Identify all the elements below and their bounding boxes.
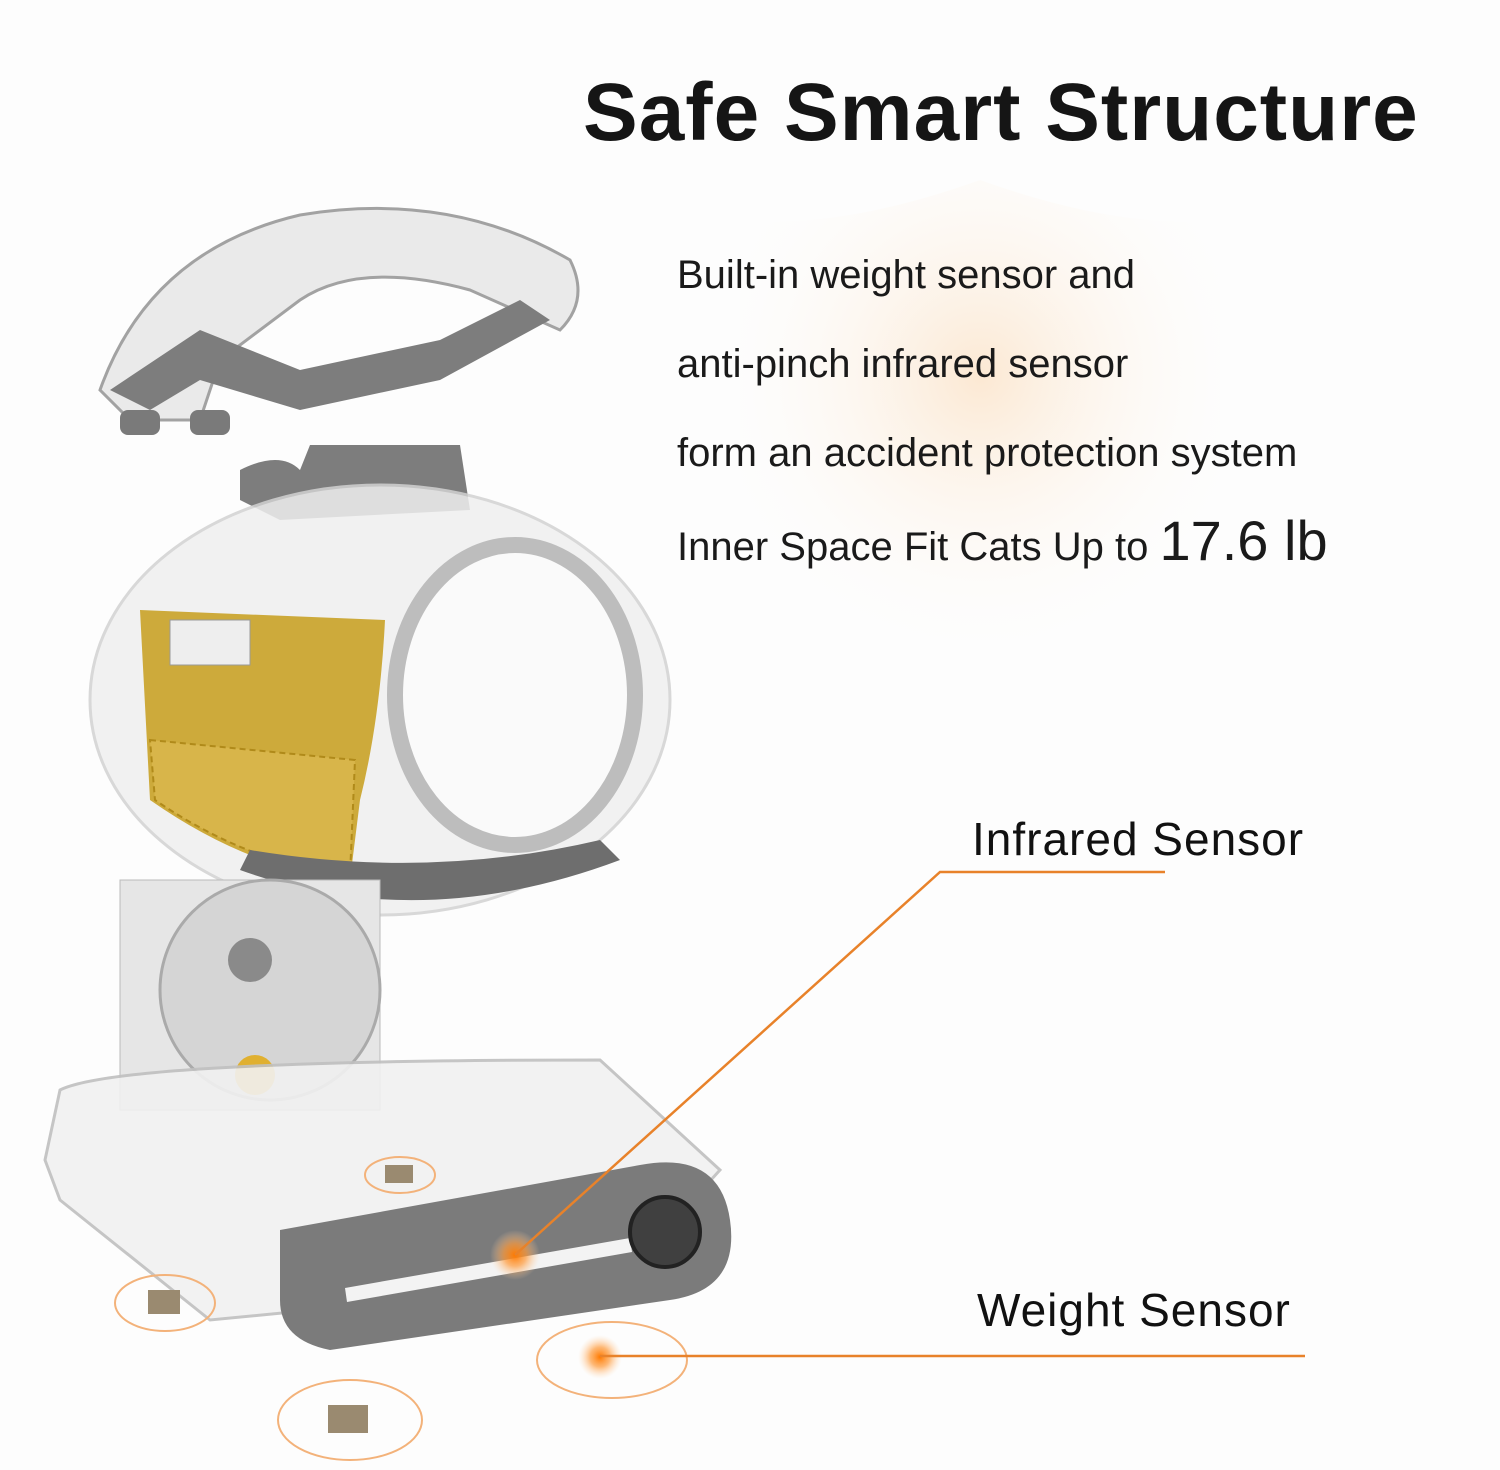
shield-watermark (740, 180, 1220, 670)
capacity-label: Inner Space Fit Cats Up to (677, 525, 1160, 569)
control-panel-button (628, 1195, 702, 1269)
base-part (43, 1058, 732, 1350)
lid-part (98, 206, 580, 435)
feature-line-1: Built-in weight sensor and (677, 253, 1136, 297)
capacity-value: 17.6 lb (1159, 509, 1328, 572)
infrared-sensor-label: Infrared Sensor (972, 813, 1305, 865)
weight-sensor-foot (148, 1290, 180, 1314)
page-title: Safe Smart Structure (583, 67, 1419, 158)
feature-line-4: Inner Space Fit Cats Up to 17.6 lb (677, 508, 1328, 573)
weight-sensor-foot (328, 1405, 368, 1433)
globe-chamber (88, 483, 672, 917)
weight-sensor-label: Weight Sensor (977, 1284, 1291, 1336)
feature-line-2: anti-pinch infrared sensor (677, 342, 1129, 386)
feature-line-3: form an accident protection system (677, 431, 1298, 475)
infrared-leader-line (514, 870, 1165, 1256)
weight-sensor-foot (385, 1165, 413, 1183)
